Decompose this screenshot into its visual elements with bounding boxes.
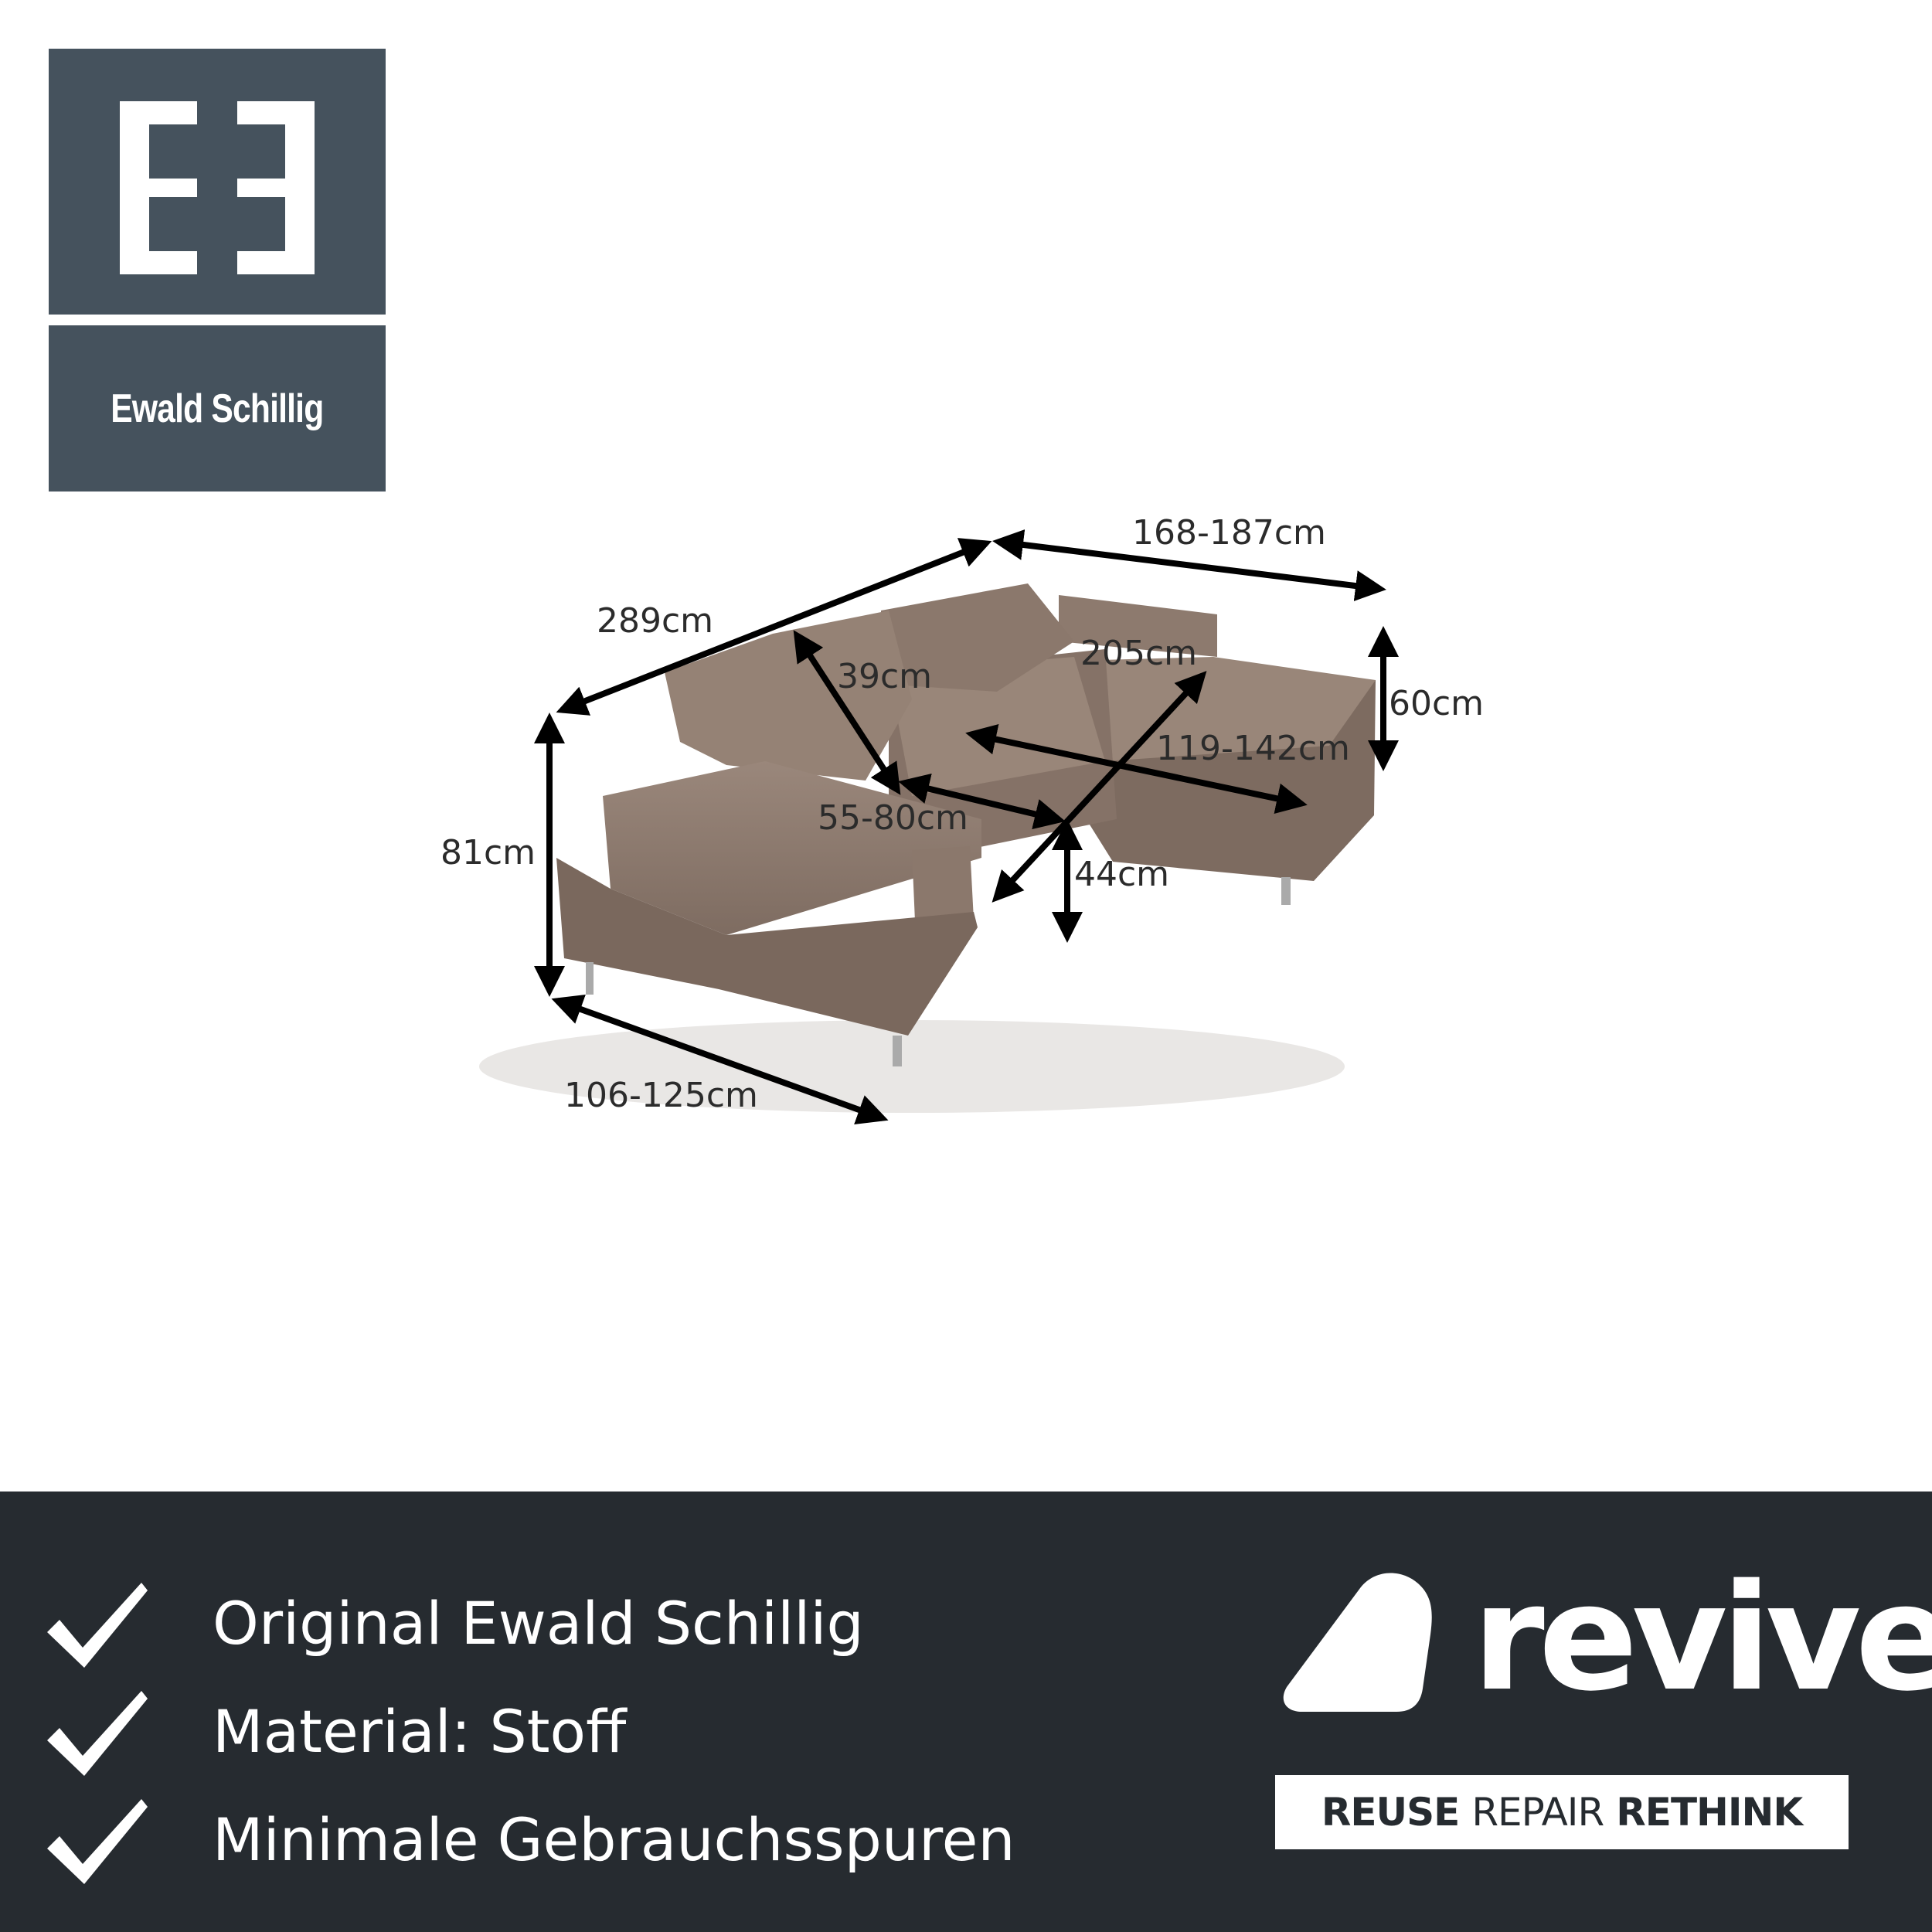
checkmark-icon [47, 1583, 148, 1668]
dim-chaise-width: 119-142cm [1156, 729, 1350, 768]
brand-name-panel: Ewald Schillig [49, 325, 386, 492]
feature-condition: Minimale Gebrauchsspuren [213, 1804, 1015, 1874]
tagline-rethink: RETHINK [1616, 1790, 1803, 1835]
feature-original: Original Ewald Schillig [213, 1588, 864, 1658]
brand-name: Ewald Schillig [111, 386, 324, 431]
dim-arrow-seat-depth [898, 773, 1066, 830]
feature-list: Original Ewald Schillig Material: Stoff … [43, 1569, 1015, 1893]
ewald-schillig-monogram-logo [49, 49, 386, 315]
feature-material: Material: Stoff [213, 1696, 627, 1766]
dimension-arrows [534, 529, 1399, 1124]
dim-chaise-length: 168-187cm [1132, 513, 1326, 553]
dim-total-height: 81cm [440, 833, 536, 872]
dim-arrow-overall-length [556, 538, 992, 716]
dim-seat-height: 44cm [1074, 855, 1169, 894]
checkmark-icon [47, 1799, 148, 1884]
revive-tagline: REUSE REPAIR RETHINK [1275, 1775, 1849, 1849]
tagline-repair: REPAIR [1471, 1790, 1604, 1835]
checkmark-icon [47, 1691, 148, 1776]
dimension-labels: 289cm 168-187cm 39cm 205cm 60cm 119-142c… [440, 513, 1484, 1115]
dim-chaise-diagonal: 205cm [1080, 634, 1197, 673]
sofa-dimension-diagram: 289cm 168-187cm 39cm 205cm 60cm 119-142c… [440, 513, 1484, 1124]
dim-arrow-depth [551, 995, 889, 1124]
dim-backrest-height: 39cm [837, 657, 932, 696]
revive-logo-icon [1283, 1573, 1432, 1712]
dim-seat-depth: 55-80cm [818, 798, 968, 838]
es-monogram-icon [120, 101, 315, 274]
dim-arrow-chaise-length [992, 529, 1386, 601]
dim-depth: 106-125cm [564, 1076, 758, 1115]
footer-banner: Original Ewald Schillig Material: Stoff … [0, 1492, 1932, 1932]
tagline-reuse: REUSE [1321, 1790, 1460, 1835]
dim-arrow-chaise-width [965, 724, 1308, 814]
revive-wordmark: revive [1472, 1553, 1932, 1723]
feature-item: Minimale Gebrauchsspuren [43, 1785, 1015, 1893]
feature-item: Material: Stoff [43, 1677, 1015, 1785]
feature-item: Original Ewald Schillig [43, 1569, 1015, 1677]
dim-chaise-height: 60cm [1389, 684, 1484, 723]
dim-overall-length: 289cm [597, 601, 713, 641]
dim-arrow-backrest [793, 630, 901, 795]
